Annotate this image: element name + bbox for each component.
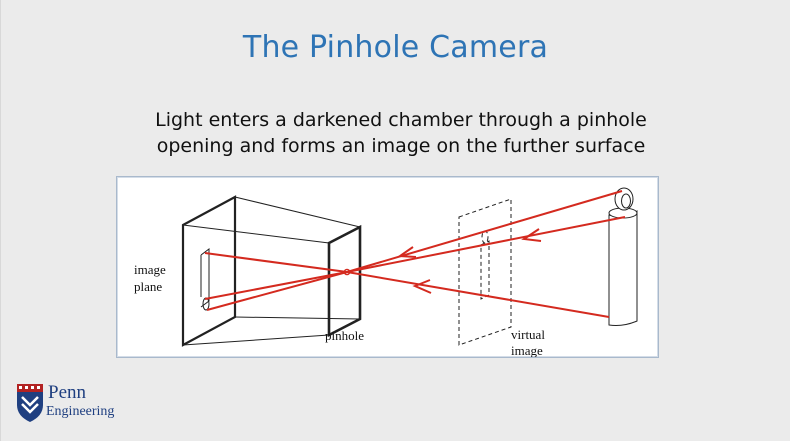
virtual-candle-dashed (480, 240, 490, 300)
logo-sub: Engineering (46, 404, 115, 419)
ray-mid-outgoing (204, 271, 348, 300)
box-edge-top-front (182, 224, 330, 244)
box-edge-bottom-front (182, 334, 330, 346)
candle-body (608, 210, 638, 326)
box-edge-bottom-back (234, 316, 361, 320)
virtual-plane-outline (458, 198, 512, 346)
label-image-plane-2: plane (134, 279, 162, 294)
inverted-candle-image (200, 248, 210, 311)
camera-box (181, 195, 362, 347)
candle-flame-inner (621, 193, 631, 209)
subtitle-line-1: Light enters a darkened chamber through … (155, 109, 647, 131)
slide-title: The Pinhole Camera (242, 30, 549, 65)
box-edge-top-back (234, 196, 361, 228)
ray-bottom-incoming (346, 271, 610, 318)
penn-shield-icon (17, 384, 43, 422)
slide-subtitle: Light enters a darkened chamber through … (131, 107, 671, 159)
arrowhead-top (397, 246, 417, 258)
ray-top-outgoing (206, 271, 348, 311)
ray-mid-incoming (346, 216, 626, 273)
arrowhead-mid (521, 228, 542, 242)
ray-top-incoming (346, 190, 623, 273)
label-pinhole: pinhole (325, 328, 364, 343)
pinhole-diagram: image plane pinhole virtual image (134, 187, 638, 357)
ray-bottom-outgoing (204, 252, 348, 273)
virtual-image-plane (458, 198, 512, 346)
inverted-candle-body (200, 248, 210, 308)
label-virtual-2: image (511, 343, 543, 357)
label-image-plane-1: image (134, 262, 166, 277)
light-rays (204, 190, 626, 318)
arrowhead-bottom (412, 279, 432, 294)
subtitle-line-2: opening and forms an image on the furthe… (156, 135, 646, 157)
label-virtual-1: virtual (511, 327, 545, 342)
candle-object (608, 187, 638, 326)
penn-engineering-logo: Penn Engineering (15, 383, 135, 433)
logo-brand: Penn (48, 382, 86, 403)
pinhole-camera-figure: image plane pinhole virtual image (116, 176, 659, 358)
